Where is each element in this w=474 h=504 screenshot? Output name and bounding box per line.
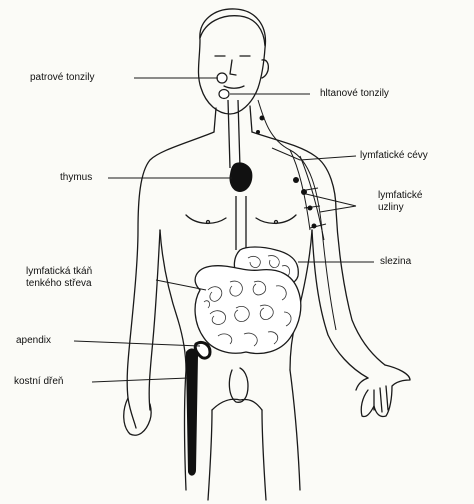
label-hltanove-tonzily: hltanové tonzily — [320, 88, 389, 100]
label-lymfaticka-tkan-line2: tenkého střeva — [26, 278, 92, 290]
label-lymfaticke-cevy: lymfatické cévy — [360, 150, 428, 162]
right-hand-outline — [356, 365, 410, 417]
genital-outline — [229, 368, 248, 402]
palatine-tonsil — [217, 73, 227, 83]
pharyngeal-tonsil — [219, 90, 229, 99]
mouth — [224, 86, 244, 88]
label-thymus: thymus — [60, 172, 92, 184]
label-lymfaticka-tkan-line1: lymfatická tkáň — [26, 266, 92, 278]
label-lymfaticke-uzliny-line1: lymfatické — [378, 190, 422, 202]
thymus-organ — [229, 162, 252, 192]
chest-line-right — [256, 215, 296, 223]
nose — [230, 60, 236, 75]
right-leg-outline — [262, 370, 300, 500]
label-kostni-dren: kostní dřeň — [14, 376, 63, 388]
label-lymfaticka-tkan: lymfatická tkáň tenkého střeva — [26, 266, 92, 290]
label-lymfaticke-uzliny: lymfatické uzliny — [378, 190, 422, 214]
label-slezina: slezina — [380, 256, 411, 268]
groin-outline — [212, 399, 262, 410]
hair-outline — [200, 16, 265, 46]
right-fingers — [374, 386, 388, 412]
right-nipple — [275, 221, 278, 224]
left-nipple — [207, 221, 210, 224]
label-lymfaticke-uzliny-line2: uzliny — [378, 202, 422, 214]
torso-left-side — [160, 230, 186, 370]
left-hand-outline — [124, 398, 151, 435]
bone-marrow — [186, 349, 198, 476]
label-patrove-tonzily: patrové tonzily — [30, 72, 94, 84]
label-apendix: apendix — [16, 335, 51, 347]
neck-outline — [214, 106, 252, 132]
left-arm-inner — [149, 230, 160, 410]
